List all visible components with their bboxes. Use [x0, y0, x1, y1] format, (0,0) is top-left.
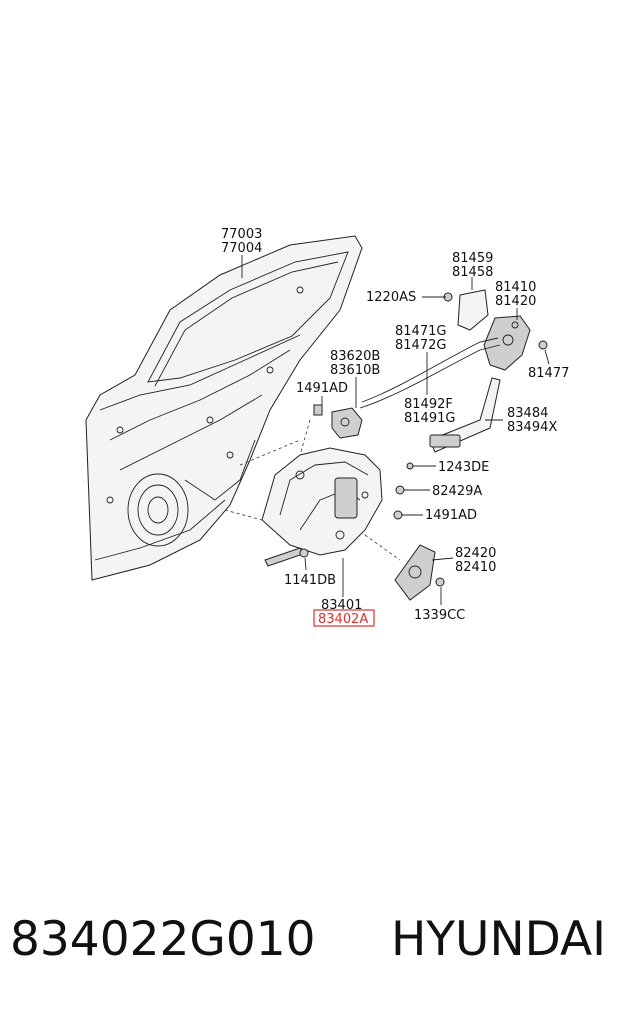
module-panel-drawing — [261, 447, 383, 567]
label-81492F: 81492F — [404, 397, 453, 412]
label-1491AD-top: 1491AD — [296, 381, 348, 396]
door-shell-drawing — [85, 235, 363, 581]
footer: 834022G010 HYUNDAI — [0, 905, 620, 975]
parts-diagram: 77003 77004 81459 81458 81410 81420 1220… — [85, 227, 569, 627]
label-1339CC: 1339CC — [414, 608, 465, 623]
label-81459: 81459 — [452, 251, 493, 266]
label-81471G: 81471G — [395, 324, 446, 339]
leader-lines — [241, 255, 550, 605]
cable-drawing — [359, 337, 501, 409]
label-82429A: 82429A — [432, 484, 482, 499]
label-83401: 83401 — [321, 598, 362, 613]
brand-name: HYUNDAI — [391, 912, 606, 967]
fasteners — [299, 292, 548, 587]
label-81472G: 81472G — [395, 338, 446, 353]
part-number: 834022G010 — [10, 912, 316, 967]
label-1243DE: 1243DE — [438, 460, 489, 475]
label-1141DB: 1141DB — [284, 573, 336, 588]
label-83484: 83484 — [507, 406, 548, 421]
label-82410: 82410 — [455, 560, 496, 575]
label-81491G: 81491G — [404, 411, 455, 426]
label-83494X: 83494X — [507, 420, 557, 435]
inside-handle-drawing — [429, 377, 501, 453]
label-77004: 77004 — [221, 241, 262, 256]
label-81420: 81420 — [495, 294, 536, 309]
label-81477: 81477 — [528, 366, 569, 381]
label-1491AD-bottom: 1491AD — [425, 508, 477, 523]
motor-drawing — [394, 544, 436, 601]
label-81410: 81410 — [495, 280, 536, 295]
label-81458: 81458 — [452, 265, 493, 280]
highlight-box-83402A — [313, 609, 375, 627]
label-82420: 82420 — [455, 546, 496, 561]
label-83610B: 83610B — [330, 363, 380, 378]
label-83402A: 83402A — [318, 612, 368, 627]
label-83620B: 83620B — [330, 349, 380, 364]
assembly-lines — [224, 419, 401, 561]
label-1220AS: 1220AS — [366, 290, 416, 305]
handle-bracket-drawing — [331, 407, 363, 439]
label-77003: 77003 — [221, 227, 262, 242]
part-labels: 77003 77004 81459 81458 81410 81420 1220… — [221, 227, 569, 627]
latch-drawing — [457, 289, 531, 371]
